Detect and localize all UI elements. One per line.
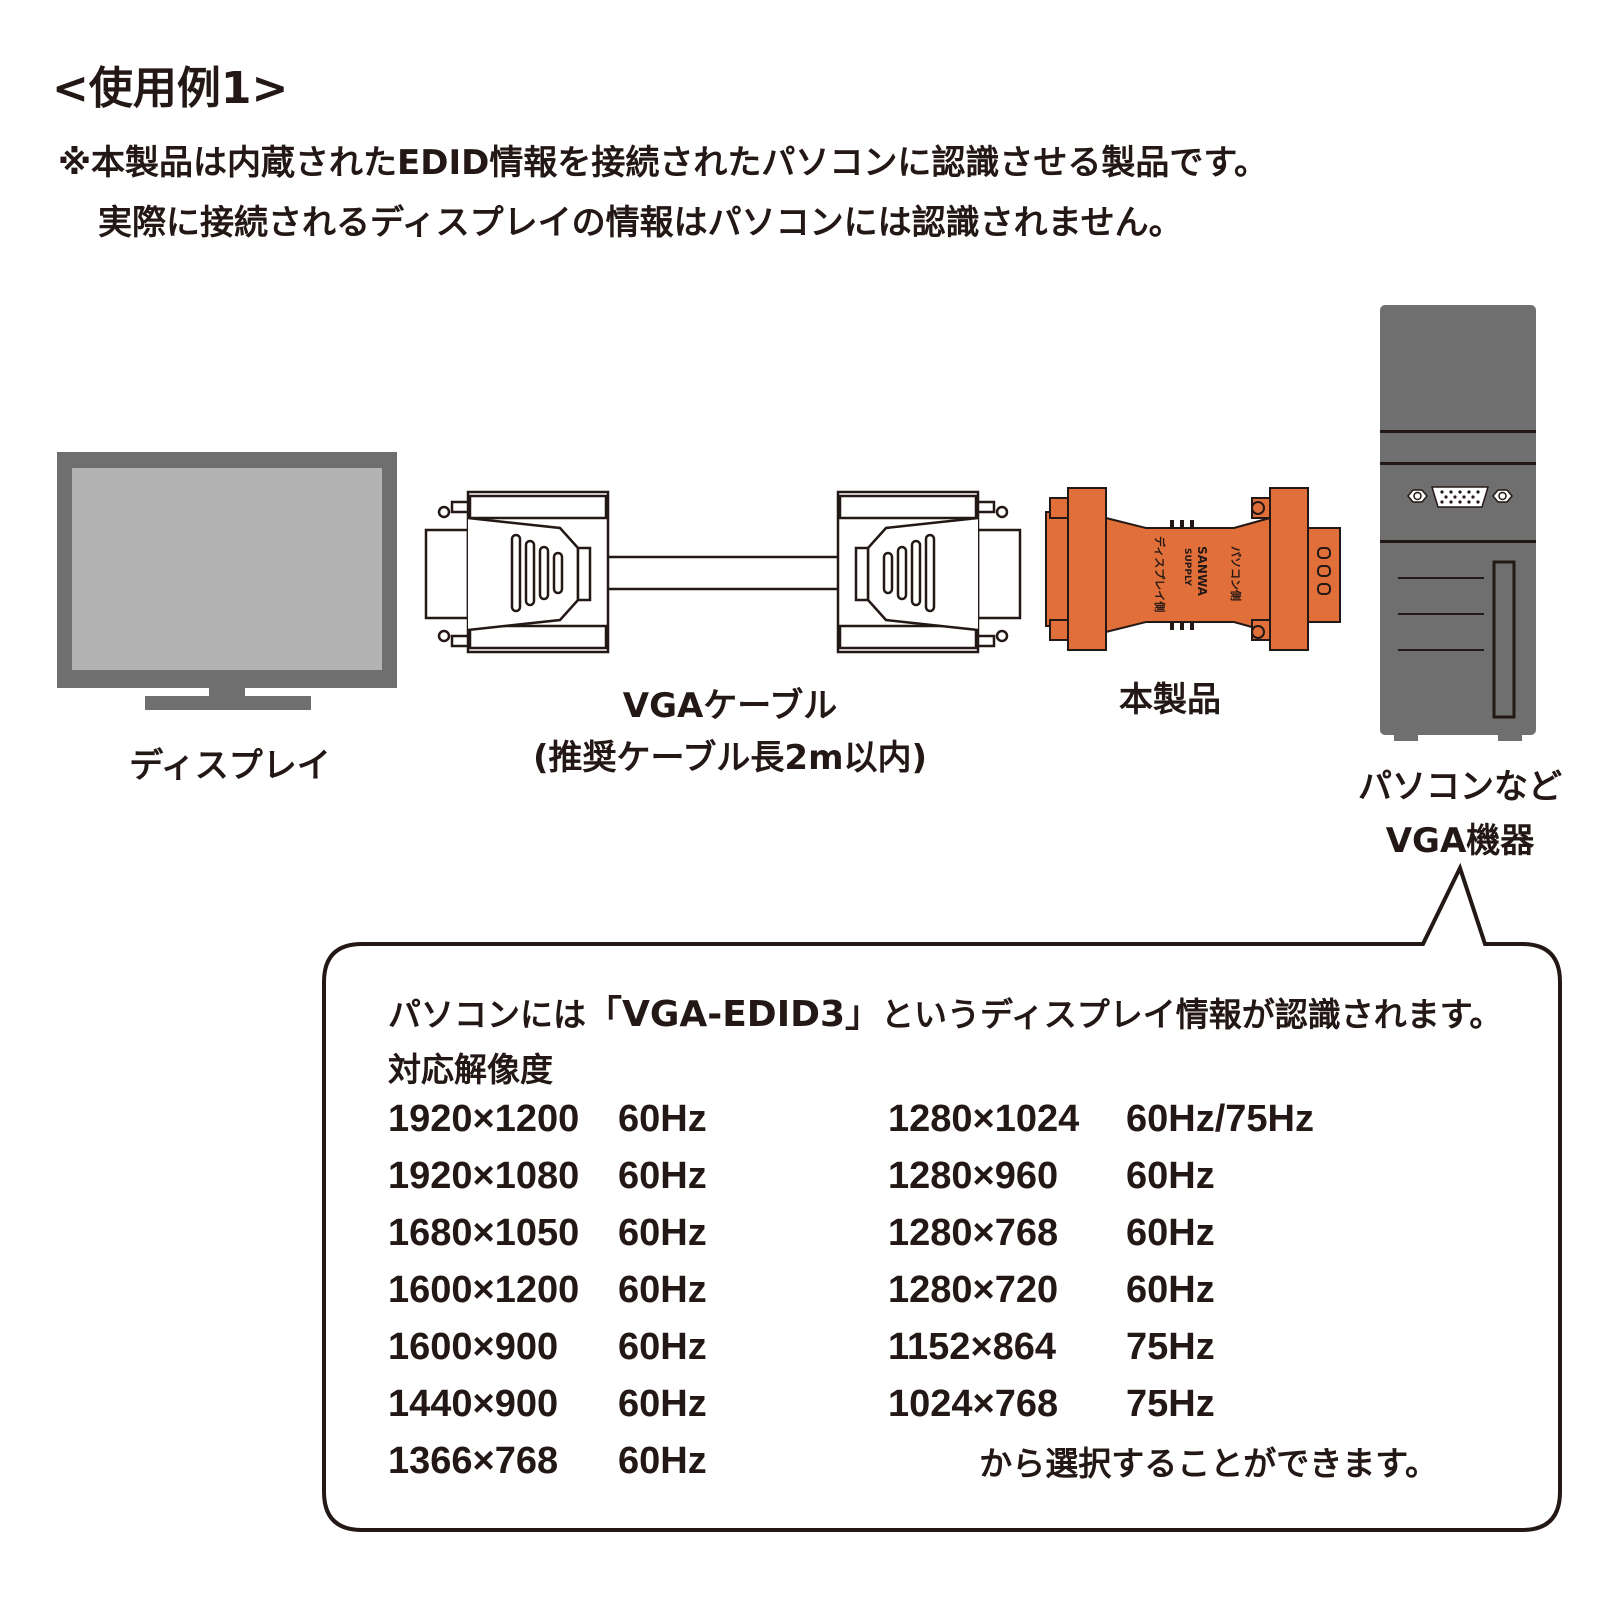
resolution-size: 1680×1050 <box>388 1212 580 1254</box>
pc-label-line-1: パソコンなど <box>1358 767 1562 807</box>
resolution-size: 1280×960 <box>888 1155 1059 1197</box>
resolution-row: 1440×900 60Hz <box>388 1383 707 1426</box>
adapter-label: 本製品 <box>1119 680 1221 720</box>
resolution-size: 1920×1080 <box>388 1155 580 1197</box>
pc-label-line-2: VGA機器 <box>1385 821 1535 861</box>
refresh-rate: 60Hz <box>618 1383 707 1425</box>
vga-port-icon <box>1407 486 1513 508</box>
resolution-size: 1920×1200 <box>388 1098 580 1140</box>
vga-cable-icon <box>424 490 1022 654</box>
select-note: から選択することができます。 <box>979 1444 1438 1483</box>
resolution-row: 1280×720 60Hz <box>888 1269 1215 1312</box>
resolution-row: 1920×1200 60Hz <box>388 1098 707 1141</box>
resolution-heading: 対応解像度 <box>388 1050 553 1089</box>
refresh-rate: 60Hz <box>618 1212 707 1254</box>
resolution-size: 1280×1024 <box>888 1098 1080 1140</box>
resolution-size: 1600×900 <box>388 1326 559 1368</box>
resolution-row: 1280×768 60Hz <box>888 1212 1215 1255</box>
resolution-row: 1600×900 60Hz <box>388 1326 707 1369</box>
cable-label: VGAケーブル (推奨ケーブル長2m以内) <box>470 680 990 784</box>
bubble-heading: パソコンには「VGA-EDID3」というディスプレイ情報が認識されます。 <box>388 985 1502 1037</box>
refresh-rate: 75Hz <box>1126 1383 1215 1425</box>
refresh-rate: 60Hz <box>618 1098 707 1140</box>
resolution-row: 1920×1080 60Hz <box>388 1155 707 1198</box>
adapter-icon: SANWA SUPPLY パソコン側 ディスプレイ側 <box>1045 487 1341 651</box>
resolution-size: 1280×768 <box>888 1212 1059 1254</box>
resolution-row: 1280×1024 60Hz/75Hz <box>888 1098 1314 1141</box>
resolution-row: 1152×864 75Hz <box>888 1326 1215 1369</box>
pc-label: パソコンなど VGA機器 <box>1320 760 1600 868</box>
resolution-size: 1440×900 <box>388 1383 559 1425</box>
cable-label-note: (推奨ケーブル長2m以内) <box>532 738 928 778</box>
note-line-2: 実際に接続されるディスプレイの情報はパソコンには認識されません。 <box>98 203 1183 243</box>
resolution-row: 1366×768 60Hz <box>388 1440 707 1483</box>
note-line-1: ※本製品は内蔵されたEDID情報を接続されたパソコンに認識させる製品です。 <box>58 143 1268 183</box>
refresh-rate: 60Hz <box>618 1440 707 1482</box>
resolution-size: 1024×768 <box>888 1383 1059 1425</box>
display-icon <box>57 452 397 710</box>
pc-tower-icon <box>1380 305 1536 741</box>
resolution-size: 1280×720 <box>888 1269 1059 1311</box>
refresh-rate: 60Hz <box>618 1326 707 1368</box>
refresh-rate: 60Hz/75Hz <box>1126 1098 1314 1140</box>
resolution-size: 1152×864 <box>888 1326 1057 1368</box>
resolution-row: 1024×768 75Hz <box>888 1383 1215 1426</box>
example-title: <使用例1> <box>52 63 289 114</box>
bubble-heading-model: 「VGA-EDID3」 <box>586 994 882 1035</box>
adapter-brand-sub: SUPPLY <box>1182 548 1192 586</box>
bubble-heading-prefix: パソコンには <box>388 995 586 1034</box>
resolution-row: 1680×1050 60Hz <box>388 1212 707 1255</box>
refresh-rate: 60Hz <box>1126 1212 1215 1254</box>
adapter-brand: SANWA <box>1195 546 1209 597</box>
resolution-size: 1600×1200 <box>388 1269 580 1311</box>
resolution-row: 1280×960 60Hz <box>888 1155 1215 1198</box>
bubble-heading-text: パソコンには「VGA-EDID3」というディスプレイ情報が認識されます。 <box>388 994 1503 1035</box>
refresh-rate: 60Hz <box>618 1269 707 1311</box>
refresh-rate: 60Hz <box>1126 1269 1215 1311</box>
speech-bubble <box>322 862 1562 1532</box>
resolution-size: 1366×768 <box>388 1440 559 1482</box>
cable-label-name: VGAケーブル <box>622 686 838 726</box>
resolution-row: 1600×1200 60Hz <box>388 1269 707 1312</box>
refresh-rate: 60Hz <box>1126 1155 1215 1197</box>
display-label: ディスプレイ <box>129 746 331 786</box>
adapter-display-side: ディスプレイ側 <box>1153 536 1167 612</box>
adapter-pc-side: パソコン側 <box>1229 546 1243 601</box>
refresh-rate: 60Hz <box>618 1155 707 1197</box>
bubble-heading-suffix: というディスプレイ情報が認識されます。 <box>881 995 1503 1034</box>
refresh-rate: 75Hz <box>1126 1326 1215 1368</box>
